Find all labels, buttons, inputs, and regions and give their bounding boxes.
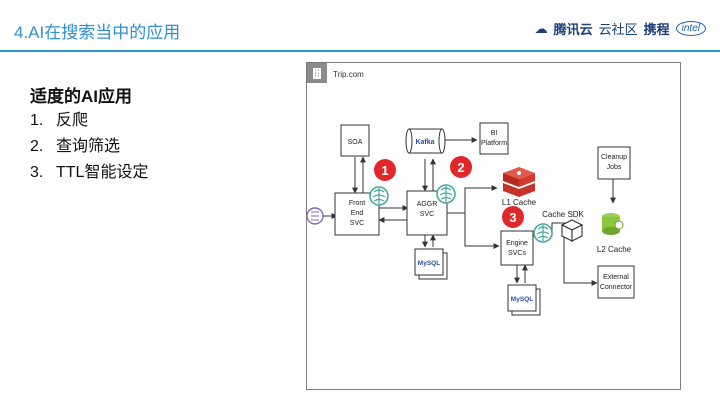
l1-cache-label: L1 Cache — [502, 198, 537, 207]
tencent-sub-logo: 云社区 — [598, 22, 638, 37]
mysql-label: MySQL — [511, 296, 533, 303]
marker-1: 1 — [374, 159, 396, 181]
aggr-label: SVC — [420, 211, 434, 218]
client-icon — [307, 207, 324, 225]
content-list: 1. 反爬 2. 查询筛选 3. TTL智能设定 — [30, 108, 148, 186]
intel-logo: intel — [675, 21, 706, 36]
svg-text:2: 2 — [457, 160, 464, 175]
bi-platform-node — [479, 122, 509, 155]
kafka-label: Kafka — [415, 139, 434, 146]
list-item: 1. 反爬 — [30, 108, 148, 134]
architecture-diagram: Trip.com — [306, 62, 681, 390]
list-item: 3. TTL智能设定 — [30, 160, 148, 186]
bi-label: BI — [491, 130, 498, 137]
soa-label: SOA — [348, 139, 363, 146]
tencent-logo: 腾讯云 — [553, 22, 593, 37]
cache-sdk-label: Cache SDK — [542, 210, 584, 219]
external-label: Connector — [600, 284, 633, 291]
mysql-label: MySQL — [418, 260, 440, 267]
svg-text:3: 3 — [509, 210, 516, 225]
marker-3: 3 — [502, 206, 524, 228]
mysql-node-1 — [414, 248, 448, 280]
front-label: Front — [349, 200, 365, 207]
frame-label: Trip.com — [333, 70, 364, 79]
list-label: TTL智能设定 — [56, 164, 149, 181]
building-icon — [307, 63, 327, 83]
l2-cache-icon — [602, 213, 624, 235]
content-heading: 适度的AI应用 — [30, 87, 132, 106]
mysql-node-2 — [507, 284, 541, 316]
svg-text:1: 1 — [381, 163, 388, 178]
engine-label: SVCs — [508, 250, 526, 257]
l2-cache-label: L2 Cache — [597, 245, 632, 254]
list-item: 2. 查询筛选 — [30, 134, 148, 160]
soa-node — [340, 124, 370, 157]
list-number: 2. — [30, 138, 44, 155]
external-label: External — [603, 274, 629, 281]
brain-icon — [533, 223, 553, 243]
cache-sdk-icon — [560, 219, 584, 242]
redis-l1-icon — [503, 167, 535, 197]
marker-2: 2 — [450, 156, 472, 178]
ctrip-logo: 携程 — [643, 22, 670, 37]
slide-title: 4.AI在搜索当中的应用 — [14, 23, 181, 42]
title-rule — [0, 50, 720, 52]
logo-bar: ☁ 腾讯云 云社区 携程 intel — [535, 19, 706, 38]
bi-label: Platform — [481, 140, 507, 147]
front-label: End — [351, 210, 364, 217]
cleanup-node — [597, 146, 631, 180]
list-label: 反爬 — [56, 112, 89, 129]
cleanup-label: Jobs — [607, 164, 622, 171]
engine-label: Engine — [506, 240, 528, 247]
list-number: 3. — [30, 164, 44, 181]
aggr-label: AGGR — [417, 201, 438, 208]
list-number: 1. — [30, 112, 44, 129]
engine-node — [500, 230, 534, 266]
list-label: 查询筛选 — [56, 138, 121, 155]
brain-icon — [369, 186, 389, 206]
cleanup-label: Cleanup — [601, 154, 627, 161]
external-connector-node — [597, 265, 635, 299]
front-label: SVC — [350, 220, 364, 227]
kafka-node — [405, 128, 446, 154]
brain-icon — [436, 184, 456, 204]
cloud-icon: ☁ — [534, 20, 548, 36]
